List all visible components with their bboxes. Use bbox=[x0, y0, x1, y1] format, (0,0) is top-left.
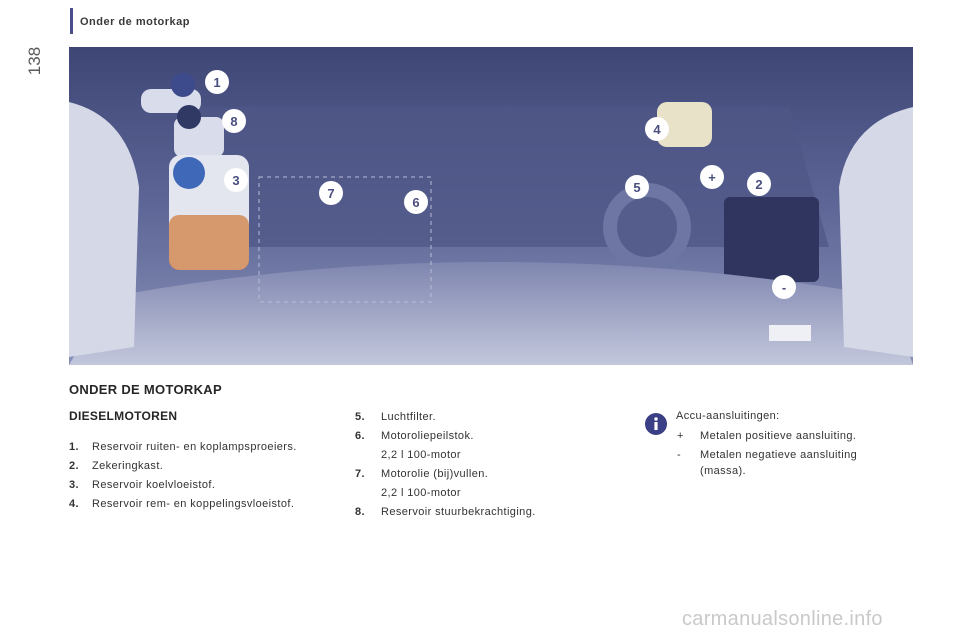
header-title: Onder de motorkap bbox=[80, 16, 190, 28]
engine-cover bbox=[69, 262, 913, 365]
brake-fluid-reservoir bbox=[657, 102, 712, 147]
svg-text:2: 2 bbox=[755, 177, 762, 192]
info-icon bbox=[645, 413, 667, 435]
svg-text:+: + bbox=[708, 170, 716, 185]
item-text: Motoroliepeilstok. bbox=[381, 430, 474, 442]
info-item-text: Metalen negatieve aansluiting bbox=[700, 449, 858, 461]
item-number: 5. bbox=[355, 411, 365, 423]
steering-fluid-cap bbox=[177, 105, 201, 129]
callout-3: 3 bbox=[224, 168, 248, 192]
coolant-cap bbox=[173, 157, 205, 189]
info-item-text: Metalen positieve aansluiting. bbox=[700, 430, 857, 442]
item-number: 3. bbox=[69, 479, 79, 491]
callout-4: 4 bbox=[645, 117, 669, 141]
svg-text:1: 1 bbox=[213, 75, 220, 90]
item-number: 8. bbox=[355, 506, 365, 518]
dipstick-zone bbox=[258, 176, 432, 303]
info-item-symbol: - bbox=[677, 449, 682, 461]
callout-minus: - bbox=[772, 275, 796, 299]
item-text: Reservoir ruiten- en koplampsproeiers. bbox=[92, 441, 297, 453]
svg-text:4: 4 bbox=[653, 122, 661, 137]
coolant-level bbox=[169, 215, 249, 270]
item-number: 2. bbox=[69, 460, 79, 472]
svg-text:5: 5 bbox=[633, 180, 640, 195]
item-subtext: 2,2 l 100-motor bbox=[381, 487, 461, 499]
section-title: ONDER DE MOTORKAP bbox=[69, 382, 222, 397]
left-fender bbox=[69, 102, 139, 357]
item-text: Reservoir koelvloeistof. bbox=[92, 479, 216, 491]
page-number: 138 bbox=[25, 46, 44, 76]
watermark: carmanualsonline.info bbox=[682, 608, 883, 630]
header-bar bbox=[70, 8, 73, 34]
callout-2: 2 bbox=[747, 172, 771, 196]
callout-8: 8 bbox=[222, 109, 246, 133]
callout-5: 5 bbox=[625, 175, 649, 199]
svg-text:8: 8 bbox=[230, 114, 237, 129]
item-text: Motorolie (bij)vullen. bbox=[381, 468, 489, 480]
svg-text:6: 6 bbox=[412, 195, 419, 210]
info-title: Accu-aansluitingen: bbox=[676, 410, 780, 422]
item-text: Reservoir stuurbekrachtiging. bbox=[381, 506, 536, 518]
callout-plus: + bbox=[700, 165, 724, 189]
callout-1: 1 bbox=[205, 70, 229, 94]
air-filter-cap bbox=[617, 197, 677, 257]
sub-title: DIESELMOTOREN bbox=[69, 409, 178, 423]
item-text: Reservoir rem- en koppelingsvloeistof. bbox=[92, 498, 295, 510]
callout-7: 7 bbox=[319, 181, 343, 205]
item-subtext: 2,2 l 100-motor bbox=[381, 449, 461, 461]
battery bbox=[724, 197, 819, 282]
sticker bbox=[769, 325, 811, 341]
svg-text:7: 7 bbox=[327, 186, 334, 201]
washer-cap bbox=[171, 73, 195, 97]
info-item-text-continued: (massa). bbox=[700, 465, 746, 477]
item-number: 7. bbox=[355, 468, 365, 480]
item-number: 4. bbox=[69, 498, 79, 510]
engine-bay-illustration: 1 8 3 7 6 4 5 + 2 - bbox=[69, 47, 913, 365]
callout-6: 6 bbox=[404, 190, 428, 214]
svg-text:3: 3 bbox=[232, 173, 239, 188]
item-number: 1. bbox=[69, 441, 79, 453]
item-number: 6. bbox=[355, 430, 365, 442]
item-text: Zekeringkast. bbox=[92, 460, 164, 472]
svg-text:-: - bbox=[782, 280, 786, 295]
right-fender bbox=[839, 107, 913, 357]
item-text: Luchtfilter. bbox=[381, 411, 436, 423]
info-item-symbol: + bbox=[677, 430, 684, 442]
